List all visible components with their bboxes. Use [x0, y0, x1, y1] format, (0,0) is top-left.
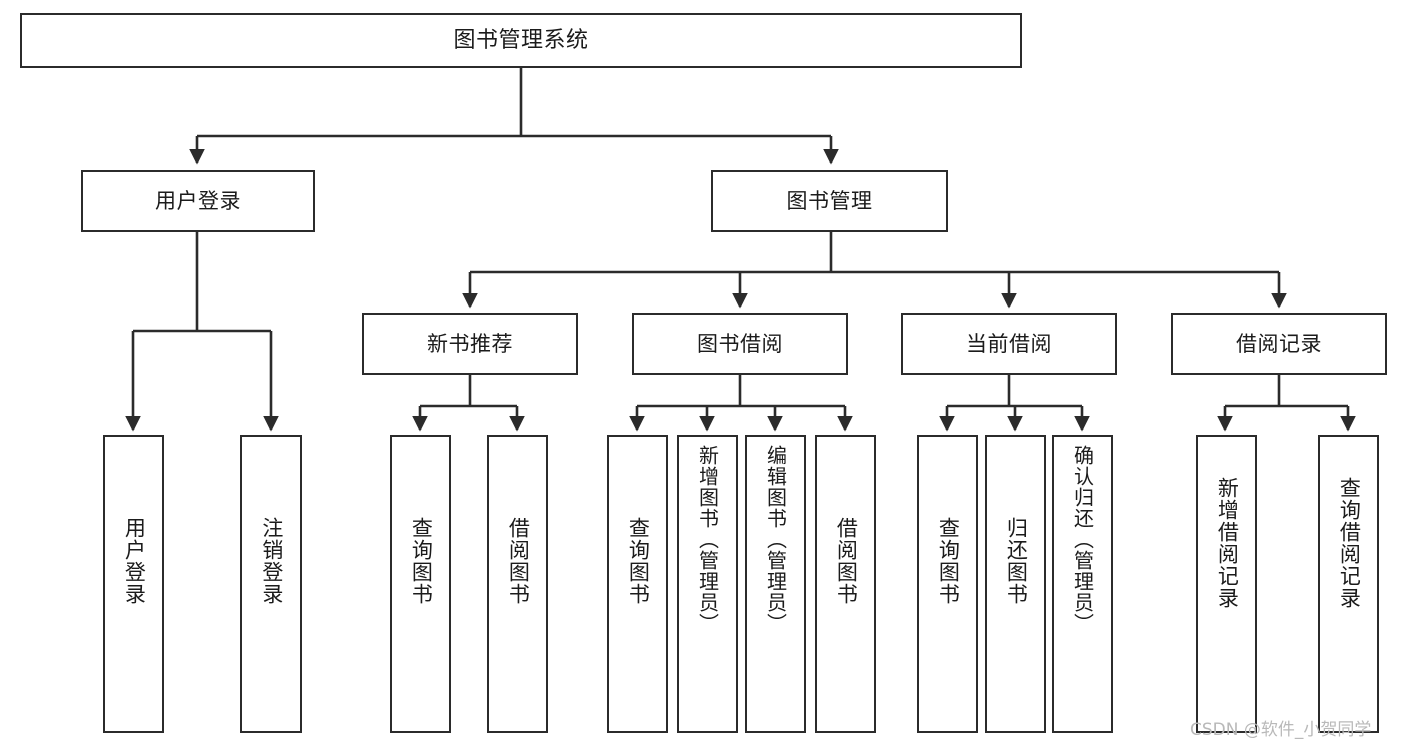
node-label: 当前借阅 [966, 331, 1052, 356]
node-label: 借阅记录 [1236, 331, 1322, 356]
node-label: 查询图书 [626, 517, 651, 605]
node-label: 图书借阅 [697, 331, 783, 356]
node-label: 确认归还（管理员） [1070, 445, 1095, 634]
node-book-borrowing[interactable]: 图书借阅 [632, 313, 848, 375]
node-user-login[interactable]: 用户登录 [81, 170, 315, 232]
node-label: 编辑图书（管理员） [763, 445, 788, 634]
node-leaf-borrow-books-recommendation[interactable]: 借阅图书 [487, 435, 548, 733]
node-label: 查询图书 [409, 517, 434, 605]
node-label: 归还图书 [1004, 517, 1029, 605]
node-leaf-query-books-borrowing[interactable]: 查询图书 [607, 435, 668, 733]
node-book-management[interactable]: 图书管理 [711, 170, 948, 232]
node-label: 查询图书 [936, 517, 961, 605]
node-label: 注销登录 [259, 517, 284, 605]
node-label: 新增借阅记录 [1215, 477, 1240, 609]
node-leaf-add-book-admin[interactable]: 新增图书（管理员） [677, 435, 738, 733]
node-label: 借阅图书 [506, 517, 531, 605]
node-leaf-confirm-return-admin[interactable]: 确认归还（管理员） [1052, 435, 1113, 733]
node-label: 查询借阅记录 [1337, 477, 1362, 609]
node-label: 用户登录 [122, 517, 147, 605]
node-label: 用户登录 [155, 188, 241, 213]
node-leaf-query-books-current[interactable]: 查询图书 [917, 435, 978, 733]
node-label: 新增图书（管理员） [695, 445, 720, 634]
node-leaf-query-books-recommendation[interactable]: 查询图书 [390, 435, 451, 733]
node-leaf-user-login[interactable]: 用户登录 [103, 435, 164, 733]
node-label: 图书管理 [786, 188, 873, 213]
node-new-book-recommendation[interactable]: 新书推荐 [362, 313, 578, 375]
node-leaf-edit-book-admin[interactable]: 编辑图书（管理员） [745, 435, 806, 733]
node-label: 新书推荐 [427, 331, 513, 356]
node-leaf-add-borrowing-record[interactable]: 新增借阅记录 [1196, 435, 1257, 733]
node-label: 借阅图书 [834, 517, 859, 605]
watermark-csdn: CSDN @软件_小贺同学 [1190, 720, 1372, 740]
node-leaf-borrow-books-borrowing[interactable]: 借阅图书 [815, 435, 876, 733]
node-leaf-logout[interactable]: 注销登录 [240, 435, 302, 733]
node-root-library-management-system[interactable]: 图书管理系统 [20, 13, 1022, 68]
node-label: 图书管理系统 [453, 27, 589, 53]
node-borrowing-record[interactable]: 借阅记录 [1171, 313, 1387, 375]
node-current-borrowing[interactable]: 当前借阅 [901, 313, 1117, 375]
node-leaf-query-borrowing-record[interactable]: 查询借阅记录 [1318, 435, 1379, 733]
node-leaf-return-books[interactable]: 归还图书 [985, 435, 1046, 733]
